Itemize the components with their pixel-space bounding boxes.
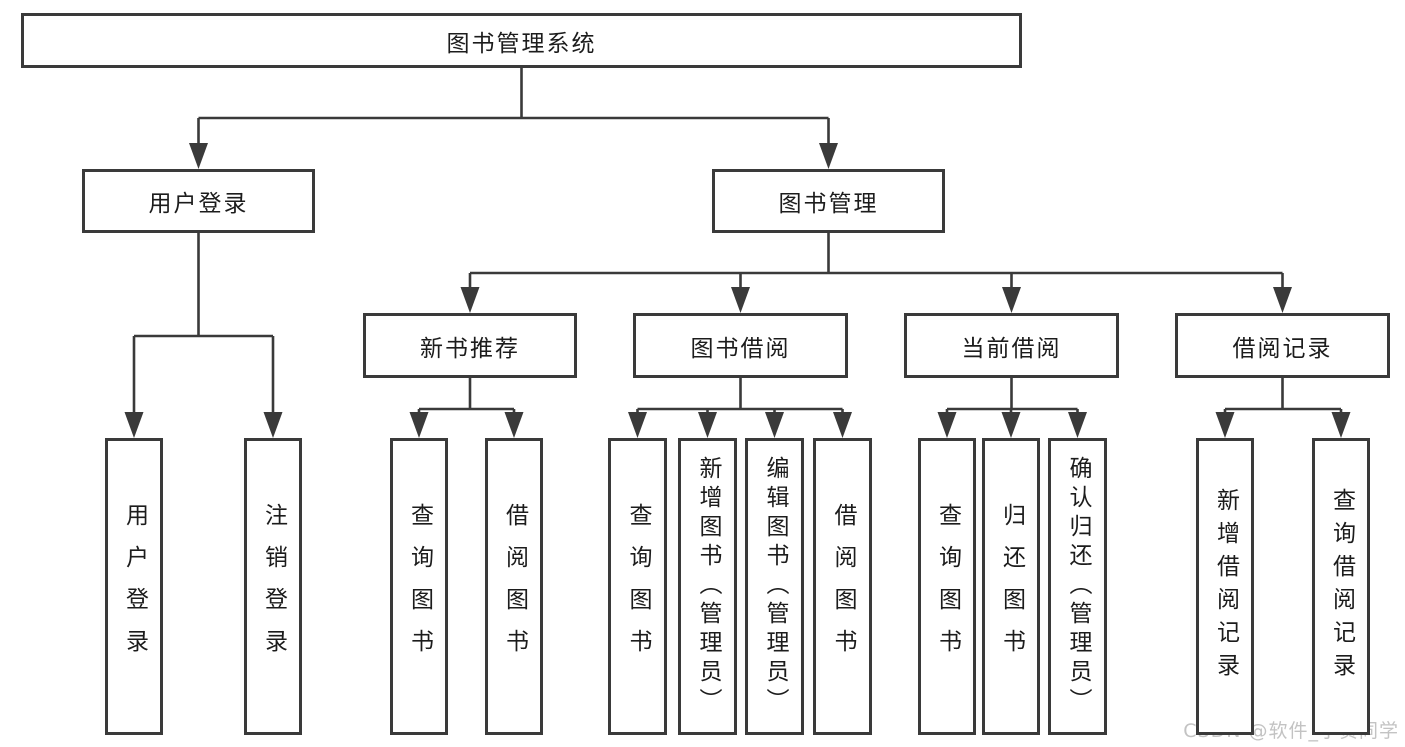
node-label: 图书借阅 <box>690 335 791 362</box>
node-leaf-query-books-borrow: 查询图书 <box>608 438 667 735</box>
node-leaf-return-book: 归还图书 <box>982 438 1040 735</box>
node-label: 注销登录 <box>260 502 287 671</box>
node-leaf-borrow-books: 借阅图书 <box>813 438 872 735</box>
node-label: 借阅图书 <box>830 502 856 671</box>
node-new-book-recommendation: 新书推荐 <box>363 313 577 378</box>
node-label: 编辑图书（管理员） <box>762 456 788 717</box>
node-label: 归还图书 <box>998 502 1025 671</box>
node-label: 新增借阅记录 <box>1212 487 1239 686</box>
node-label: 图书管理系统 <box>446 30 597 57</box>
node-label: 查询图书 <box>934 502 961 671</box>
node-label: 图书管理 <box>778 191 879 217</box>
connector-lines <box>132 68 1343 424</box>
node-label: 查询借阅记录 <box>1328 487 1355 686</box>
node-leaf-user-login: 用户登录 <box>105 438 163 735</box>
node-library-management-system: 图书管理系统 <box>21 13 1022 68</box>
node-label: 查询图书 <box>625 502 651 671</box>
node-leaf-add-book-admin: 新增图书（管理员） <box>678 438 737 735</box>
node-user-login: 用户登录 <box>82 169 315 233</box>
node-label: 当前借阅 <box>961 335 1062 362</box>
node-leaf-add-borrow-record: 新增借阅记录 <box>1196 438 1254 735</box>
node-current-borrowing: 当前借阅 <box>904 313 1119 378</box>
node-borrowing-records: 借阅记录 <box>1175 313 1390 378</box>
node-leaf-logout: 注销登录 <box>244 438 302 735</box>
node-book-borrowing: 图书借阅 <box>633 313 848 378</box>
node-leaf-confirm-return-admin: 确认归还（管理员） <box>1048 438 1107 735</box>
node-label: 用户登录 <box>148 191 249 217</box>
node-leaf-edit-book-admin: 编辑图书（管理员） <box>745 438 804 735</box>
node-leaf-query-books-recommend: 查询图书 <box>390 438 448 735</box>
node-label: 查询图书 <box>406 502 433 671</box>
node-label: 新增图书（管理员） <box>695 456 721 717</box>
node-label: 借阅图书 <box>501 502 528 671</box>
node-label: 确认归还（管理员） <box>1065 456 1091 717</box>
node-label: 用户登录 <box>121 502 148 671</box>
node-leaf-borrow-books-recommend: 借阅图书 <box>485 438 543 735</box>
node-leaf-query-books-current: 查询图书 <box>918 438 976 735</box>
arrowheads <box>124 143 1351 438</box>
node-label: 新书推荐 <box>420 335 520 362</box>
node-book-management: 图书管理 <box>712 169 945 233</box>
node-leaf-query-borrow-record: 查询借阅记录 <box>1312 438 1370 735</box>
node-label: 借阅记录 <box>1232 335 1333 362</box>
